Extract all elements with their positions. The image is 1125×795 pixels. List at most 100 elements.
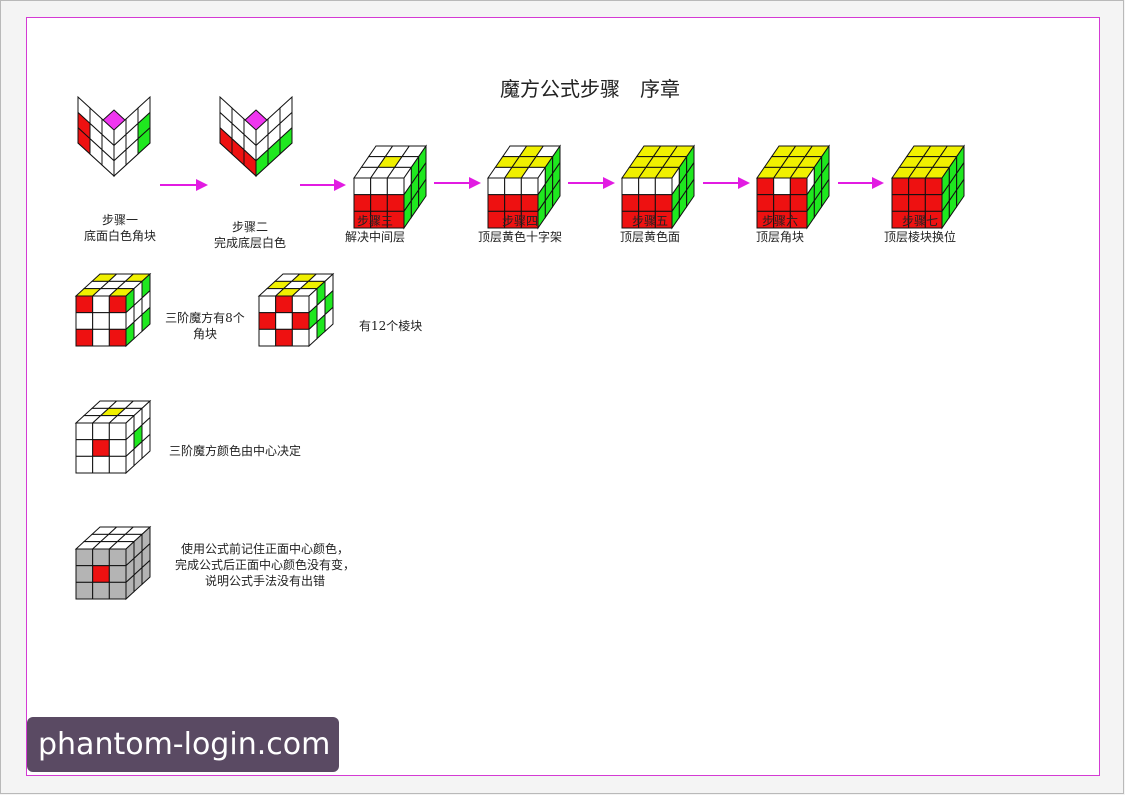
front-facelet (654, 177, 673, 196)
step-arrow-5 (703, 177, 750, 189)
front-facelet (258, 312, 277, 330)
step-6-label: 步骤六 顶层角块 (740, 213, 820, 245)
front-facelet (92, 295, 110, 314)
front-facelet (621, 194, 640, 212)
front-facelet (108, 422, 127, 441)
front-facelet (92, 328, 110, 347)
step-6-cube (756, 144, 830, 230)
step-arrow-2 (300, 179, 346, 191)
front-facelet (891, 194, 910, 212)
step-3-cube (353, 144, 427, 230)
front-facelet (75, 548, 94, 567)
front-facelet (275, 328, 293, 347)
formula-note-line-3: 说明公式手法没有出错 (204, 574, 325, 588)
front-facelet (773, 177, 791, 196)
front-facelet (108, 439, 127, 457)
corner-count-note: 三阶魔方有8个 角块 (160, 310, 250, 342)
front-facelet (75, 295, 94, 314)
step-arrow-1 (160, 179, 208, 191)
front-facelet (75, 439, 94, 457)
front-facelet (908, 177, 926, 196)
front-facelet (386, 177, 405, 196)
right-facelet (141, 559, 151, 586)
step-1-label: 步骤一 底面白色角块 (70, 212, 170, 244)
step-2-desc: 完成底层白色 (213, 236, 286, 250)
diagram-frame (26, 17, 1100, 776)
step-5-cube (621, 144, 695, 230)
front-facelet (92, 455, 110, 474)
front-facelet (92, 312, 110, 330)
right-facelet (418, 177, 427, 209)
step-7-label: 步骤七 顶层棱块换位 (865, 213, 975, 245)
front-facelet (75, 565, 94, 583)
step-6-title: 步骤六 (761, 214, 798, 228)
front-facelet (108, 581, 127, 600)
front-facelet (291, 295, 310, 314)
formula-check-cube (74, 525, 152, 601)
front-facelet (520, 194, 539, 212)
front-facelet (891, 177, 910, 196)
front-facelet (75, 312, 94, 330)
right-facelet (141, 433, 151, 460)
formula-note-line-1: 使用公式前记住正面中心颜色， (180, 542, 349, 556)
front-facelet (275, 312, 293, 330)
step-5-title: 步骤五 (631, 214, 668, 228)
front-facelet (370, 177, 388, 196)
front-facelet (908, 194, 926, 212)
arrow-head (872, 177, 884, 189)
step-7-desc: 顶层棱块换位 (883, 230, 956, 244)
page-title: 魔方公式步骤 序章 (500, 77, 680, 101)
right-facelet (956, 177, 965, 209)
center-color-note: 三阶魔方颜色由中心决定 (169, 444, 302, 458)
step-7-title: 步骤七 (901, 214, 938, 228)
step-arrow-4 (568, 177, 615, 189)
front-facelet (92, 439, 110, 457)
formula-check-note: 使用公式前记住正面中心颜色， 完成公式后正面中心颜色没有变， 说明公式手法没有出… (160, 541, 370, 589)
front-facelet (108, 565, 127, 583)
front-facelet (520, 177, 539, 196)
front-facelet (638, 194, 656, 212)
edge-count-note: 有12个棱块 (359, 319, 423, 333)
corner-pieces-cube (74, 272, 152, 348)
front-facelet (75, 581, 94, 600)
right-facelet (686, 177, 695, 209)
step-1-cube (77, 95, 151, 178)
step-7-cube (891, 144, 965, 230)
arrow-head (738, 177, 750, 189)
front-facelet (353, 177, 372, 196)
front-facelet (504, 177, 522, 196)
front-facelet (924, 194, 943, 212)
step-2-title: 步骤二 (231, 220, 268, 234)
step-1-title: 步骤一 (101, 213, 138, 227)
watermark: phantom-login.com (27, 717, 339, 772)
front-facelet (621, 177, 640, 196)
step-1-desc: 底面白色角块 (83, 229, 156, 243)
step-2-cube (219, 95, 293, 178)
arrow-head (603, 177, 615, 189)
arrow-head (196, 179, 208, 191)
right-facelet (141, 306, 151, 333)
front-facelet (370, 194, 388, 212)
front-facelet (924, 177, 943, 196)
front-facelet (756, 177, 775, 196)
corner-note-line-1: 三阶魔方有8个 (165, 311, 245, 325)
arrow-head (334, 179, 346, 191)
arrow-head (469, 177, 481, 189)
front-facelet (773, 194, 791, 212)
front-facelet (258, 295, 277, 314)
front-facelet (638, 177, 656, 196)
front-facelet (75, 455, 94, 474)
step-3-title: 步骤三 (356, 214, 393, 228)
right-facelet (279, 95, 293, 125)
step-5-desc: 顶层黄色面 (619, 230, 680, 244)
corner-note-line-2: 角块 (192, 327, 217, 341)
center-pieces-cube (74, 399, 152, 475)
right-facelet (137, 95, 151, 125)
front-facelet (756, 194, 775, 212)
step-3-label: 步骤三 解决中间层 (335, 213, 415, 245)
step-2-label: 步骤二 完成底层白色 (200, 219, 300, 251)
right-facelet (324, 306, 334, 333)
step-5-label: 步骤五 顶层黄色面 (600, 213, 700, 245)
